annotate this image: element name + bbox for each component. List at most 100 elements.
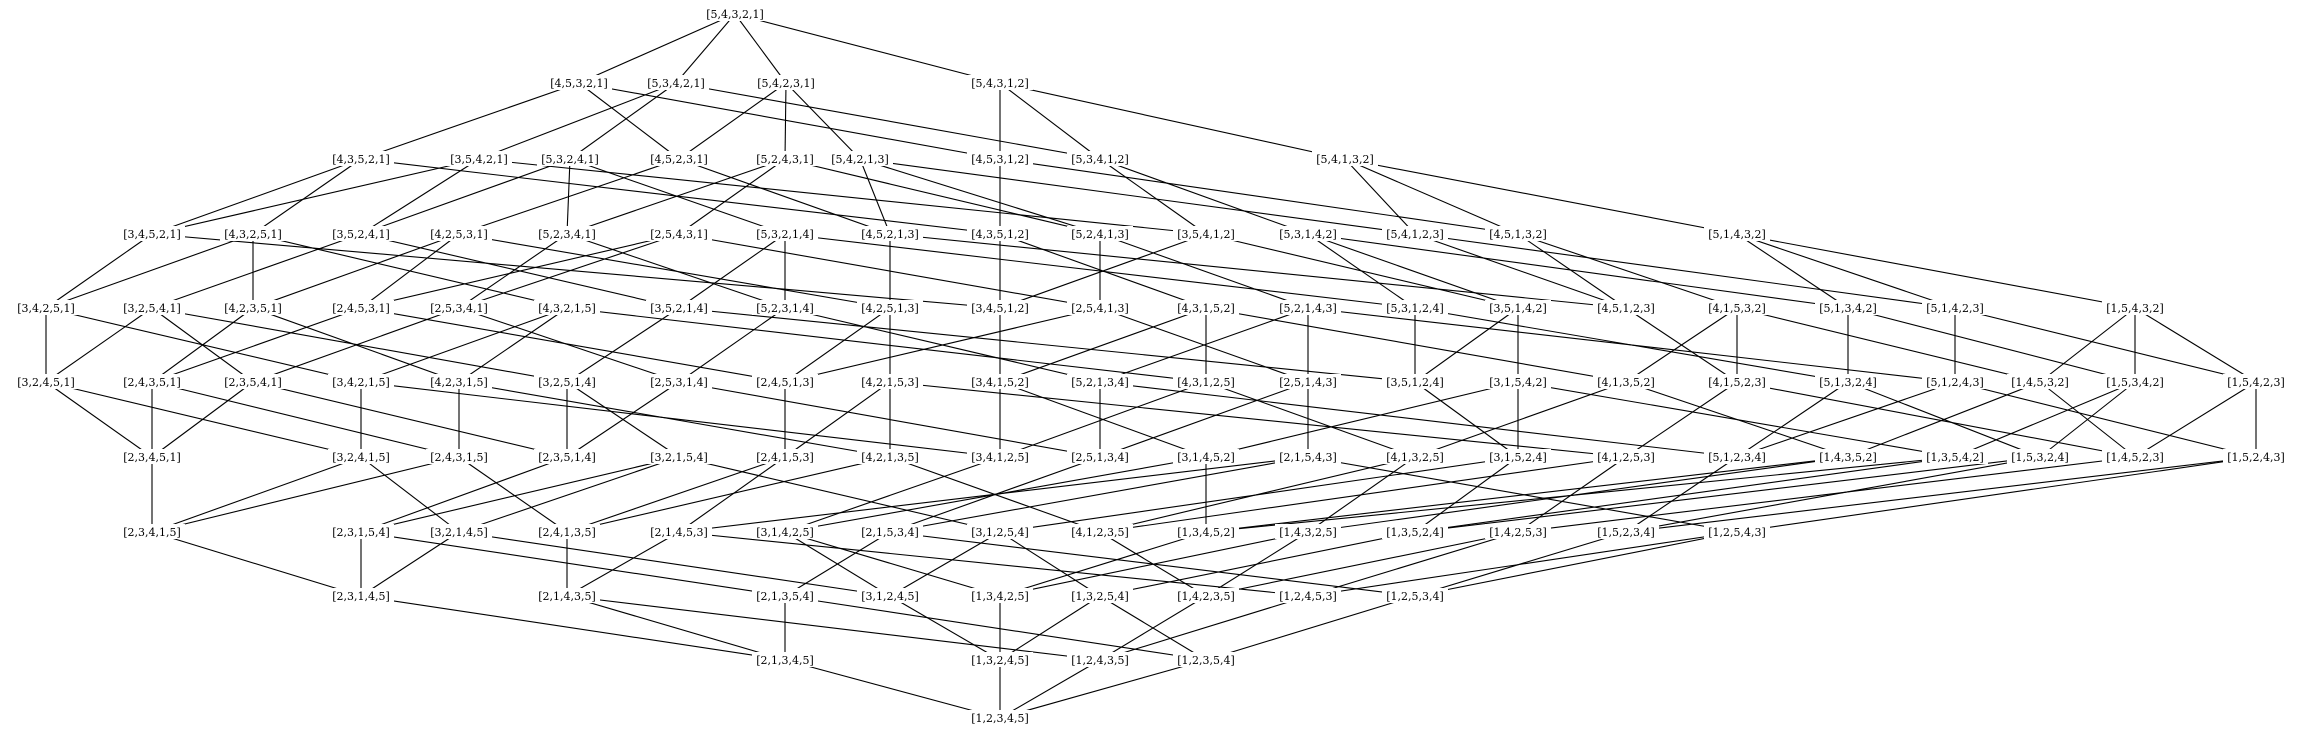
node: [2,4,3,5,1] [119,374,185,389]
node: [1,4,2,3,5] [1173,588,1239,603]
node-label: [5,1,2,3,4] [1708,451,1766,464]
edge [999,595,1101,661]
edge [999,659,1101,719]
node-background [1312,151,1378,166]
node-label: [5,2,4,1,3] [1071,228,1129,241]
edge [784,531,1001,597]
edge [784,82,787,160]
node-background [702,6,768,21]
node-label: [4,5,2,1,3] [861,228,919,241]
node-label: [2,4,3,5,1] [123,376,181,389]
node: [5,4,3,1,2] [967,75,1033,90]
node-background [1173,652,1239,667]
edge [1307,233,1849,309]
node-background [646,524,712,539]
node-background [119,300,185,315]
node: [1,2,5,4,3] [1704,524,1770,539]
node-background [857,524,923,539]
node-label: [4,5,1,2,3] [1597,302,1655,315]
node-label: [5,2,3,1,4] [756,302,814,315]
node-background [1704,449,1770,464]
node: [3,1,5,2,4] [1485,449,1551,464]
node-label: [4,1,5,3,2] [1708,302,1766,315]
edge [566,233,786,309]
node-background [328,300,394,315]
edge [45,307,153,383]
node-background [1067,588,1133,603]
node: [2,1,3,5,4] [752,588,818,603]
edge [2134,381,2257,458]
edge [151,456,460,533]
node: [3,5,4,2,1] [446,151,512,166]
edge [678,456,1309,533]
node-background [967,652,1033,667]
node: [4,3,2,5,1] [220,226,286,241]
edge [734,13,787,84]
edge [734,13,1001,84]
node: [3,1,2,4,5] [857,588,923,603]
node: [3,4,1,2,5] [967,449,1033,464]
edge [678,158,786,235]
edge [1307,233,1519,309]
node-background [220,374,286,389]
node: [1,4,5,3,2] [2007,374,2073,389]
edge [360,456,460,533]
edge [678,158,891,235]
node: [3,1,4,5,2] [1173,449,1239,464]
node-label: [1,2,3,4,5] [971,712,1029,725]
node-label: [1,4,3,2,5] [1279,526,1337,539]
edge [252,381,568,458]
node-background [1275,300,1341,315]
node-label: [1,4,2,5,3] [1489,526,1547,539]
node: [5,1,2,4,3] [1922,374,1988,389]
edge [1625,381,1849,458]
node: [4,5,3,2,1] [546,75,612,90]
node-background [534,300,600,315]
node-label: [2,4,1,3,5] [538,526,596,539]
node-label: [3,2,1,5,4] [650,451,708,464]
node-label: [3,4,2,5,1] [17,302,75,315]
edge [151,531,362,597]
node: [5,3,1,4,2] [1275,226,1341,241]
node-background [1382,449,1448,464]
node: [1,3,4,5,2] [1173,524,1239,539]
node-label: [2,5,4,3,1] [650,228,708,241]
node: [2,1,4,3,5] [534,588,600,603]
node: [3,5,2,1,4] [646,300,712,315]
edge [566,158,786,235]
node-background [534,374,600,389]
node-label: [2,5,1,4,3] [1279,376,1337,389]
node: [2,4,3,1,5] [426,449,492,464]
node-background [1815,300,1881,315]
node-background [1593,524,1659,539]
edge [1954,307,2257,383]
node-label: [2,3,5,4,1] [224,376,282,389]
node: [5,3,4,2,1] [643,75,709,90]
node: [5,3,2,4,1] [537,151,603,166]
node-background [534,449,600,464]
node-background [1485,374,1551,389]
edge [785,82,861,160]
edge [458,456,568,533]
edge [566,456,891,533]
edge [360,456,568,533]
edge [784,307,1101,383]
node: [4,2,5,3,1] [426,226,492,241]
edge [1205,456,1956,533]
edge [999,158,1519,235]
node-label: [3,1,5,4,2] [1489,376,1547,389]
node-label: [2,1,5,4,3] [1279,451,1337,464]
edge [1414,456,1519,533]
node-background [1922,374,1988,389]
node: [2,1,3,4,5] [752,652,818,667]
node-background [1067,300,1133,315]
node-label: [2,1,5,3,4] [861,526,919,539]
edge [1099,158,1207,235]
node-label: [1,4,3,5,2] [1819,451,1877,464]
node-label: [4,3,1,2,5] [1177,376,1235,389]
edge [566,307,680,383]
edge [151,307,362,383]
node: [2,5,3,1,4] [646,374,712,389]
node-background [328,524,394,539]
edge [678,82,787,160]
